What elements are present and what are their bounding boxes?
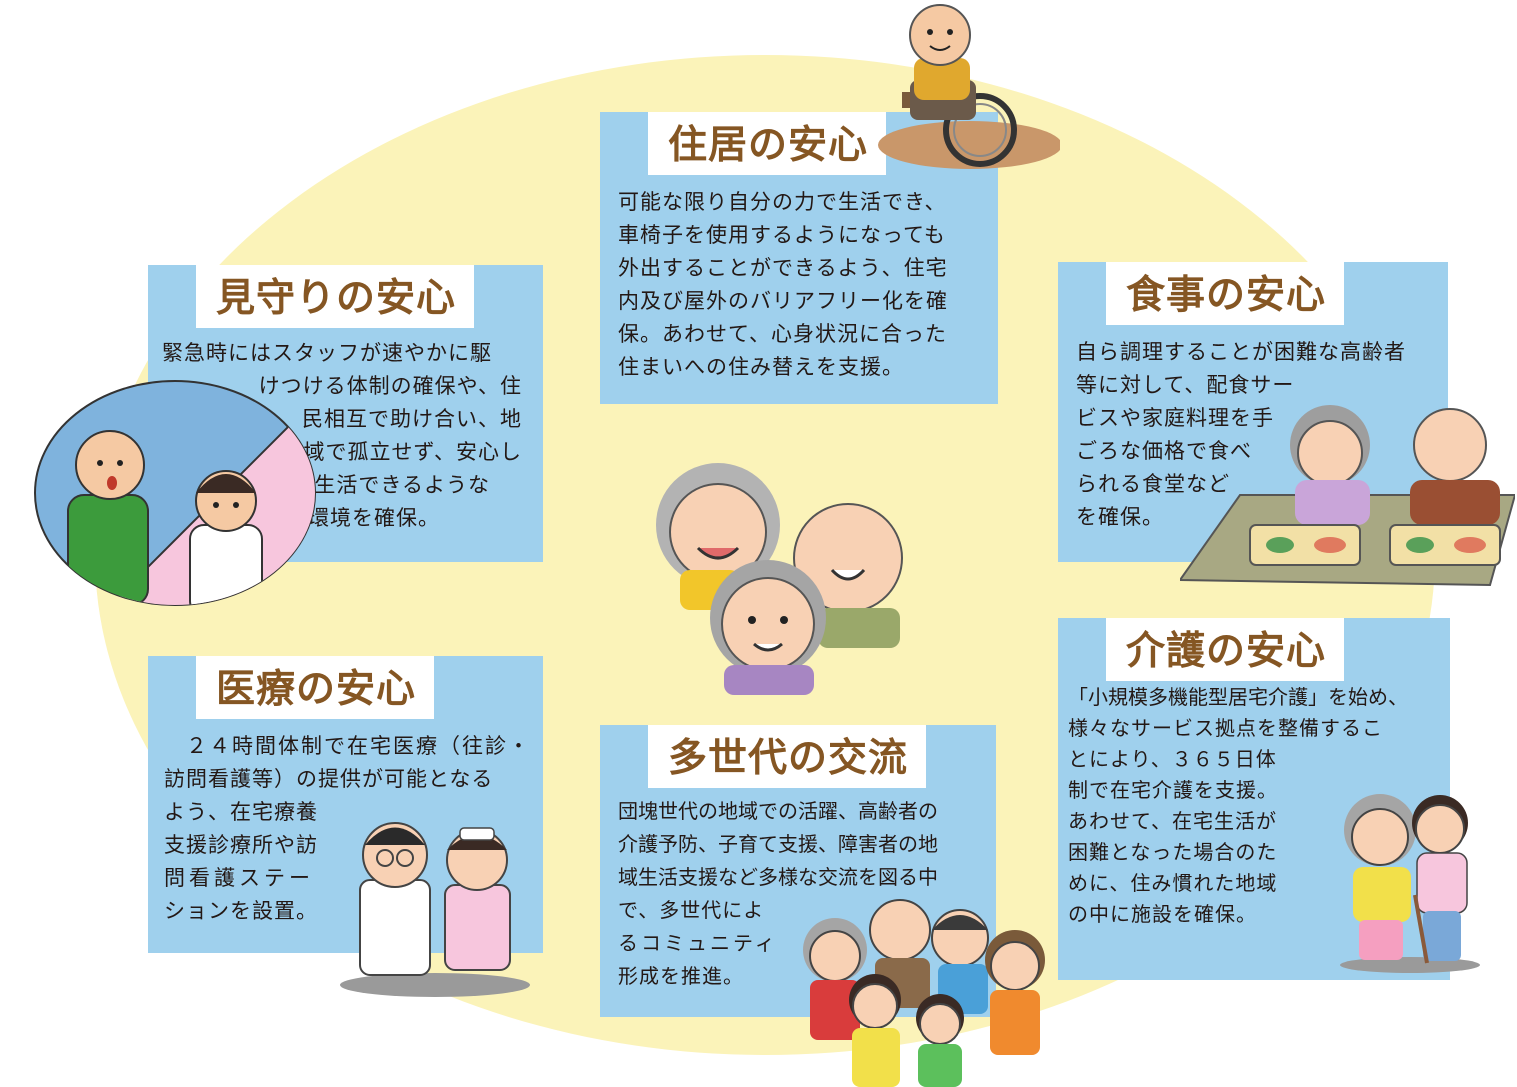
elders-group-illustration bbox=[656, 463, 903, 695]
panel-meals-title: 食事の安心 bbox=[1106, 262, 1345, 325]
panel-generations-title: 多世代の交流 bbox=[648, 725, 927, 788]
multigeneration-group-illustration bbox=[803, 899, 1045, 1087]
panel-medical-title: 医療の安心 bbox=[196, 656, 435, 719]
panel-care-title: 介護の安心 bbox=[1106, 618, 1345, 681]
caregiver-elder-illustration bbox=[1340, 794, 1480, 973]
panel-monitoring-title: 見守りの安心 bbox=[196, 265, 475, 328]
panel-housing-title: 住居の安心 bbox=[648, 112, 887, 175]
panel-medical-body: ２４時間体制で在宅医療（往診・ 訪問看護等）の提供が可能となる よう、在宅療養 … bbox=[164, 734, 531, 923]
wheelchair-elder-illustration bbox=[878, 4, 1060, 169]
panel-housing-body: 可能な限り自分の力で生活でき、 車椅子を使用するようになっても 外出することがで… bbox=[618, 190, 948, 379]
panel-care-body: 「小規模多機能型居宅介護」を始め、 様々なサービス拠点を整備するこ とにより、３… bbox=[1068, 685, 1408, 926]
dining-illustration bbox=[1180, 405, 1515, 587]
panel-monitoring-body: 緊急時にはスタッフが速やかに駆 けつける体制の確保や、住 民相互で助け合い、地 … bbox=[162, 341, 522, 530]
phone-call-illustration bbox=[34, 380, 316, 606]
panel-generations: 多世代の交流 団塊世代の地域での活躍、高齢者の 介護予防、子育て支援、障害者の地… bbox=[600, 725, 996, 1017]
doctor-nurse-illustration bbox=[340, 822, 530, 997]
panel-meals-body: 自ら調理することが困難な高齢者 等に対して、配食サー ビスや家庭料理を手 ごろな… bbox=[1076, 340, 1406, 529]
panel-generations-body: 団塊世代の地域での活躍、高齢者の 介護予防、子育て支援、障害者の地 域生活支援な… bbox=[618, 799, 938, 988]
